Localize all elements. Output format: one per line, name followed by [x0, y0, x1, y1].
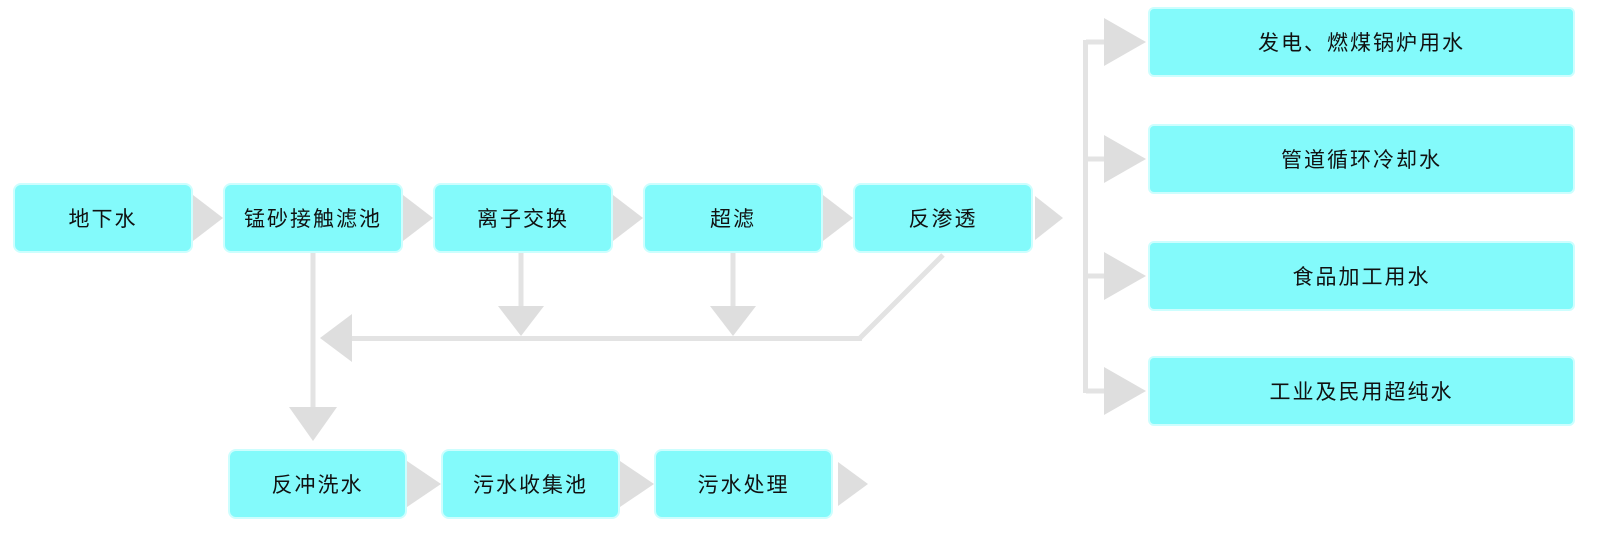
- arrow-right-icon: [403, 195, 433, 241]
- node-label: 反冲洗水: [271, 474, 364, 497]
- node-reverse-osmosis: 反渗透: [853, 183, 1033, 253]
- node-sewage-collection-pool: 污水收集池: [441, 449, 620, 519]
- arrow-left-icon: [320, 314, 352, 362]
- node-label: 工业及民用超纯水: [1269, 381, 1454, 404]
- node-ion-exchange: 离子交换: [433, 183, 613, 253]
- node-label: 污水处理: [697, 474, 790, 497]
- arrow-right-icon: [823, 195, 853, 241]
- node-label: 食品加工用水: [1292, 266, 1431, 289]
- connector-line: [1086, 156, 1106, 162]
- arrow-right-icon: [1104, 252, 1146, 300]
- connector-line: [1083, 40, 1088, 393]
- connector-line: [1086, 388, 1106, 394]
- arrow-right-icon: [193, 195, 223, 241]
- arrow-right-icon: [620, 461, 654, 507]
- connector-line: [858, 253, 945, 340]
- arrow-down-icon: [710, 306, 756, 336]
- output-industrial-civil-ultrapure-water: 工业及民用超纯水: [1148, 356, 1575, 426]
- node-label: 发电、燃煤锅炉用水: [1258, 32, 1465, 55]
- arrow-right-icon: [407, 461, 441, 507]
- arrow-down-icon: [289, 407, 337, 441]
- node-ultrafiltration: 超滤: [643, 183, 823, 253]
- node-label: 管道循环冷却水: [1281, 149, 1442, 172]
- node-label: 反渗透: [908, 208, 978, 231]
- node-sewage-treatment: 污水处理: [654, 449, 833, 519]
- arrow-right-icon: [1104, 367, 1146, 415]
- output-pipeline-circulating-cooling-water: 管道循环冷却水: [1148, 124, 1575, 194]
- connector-line: [310, 253, 316, 409]
- arrow-down-icon: [498, 306, 544, 336]
- connector-line: [1086, 39, 1106, 45]
- node-label: 污水收集池: [473, 474, 588, 497]
- node-label: 离子交换: [477, 208, 569, 231]
- node-label: 锰砂接触滤池: [244, 208, 382, 231]
- node-groundwater: 地下水: [13, 183, 193, 253]
- arrow-right-icon: [1104, 135, 1146, 183]
- arrow-right-icon: [838, 462, 868, 506]
- node-backwash-water: 反冲洗水: [228, 449, 407, 519]
- arrow-right-icon: [1104, 18, 1146, 66]
- connector-line: [1086, 273, 1106, 279]
- connector-line: [350, 336, 862, 341]
- output-power-generation-boiler-water: 发电、燃煤锅炉用水: [1148, 7, 1575, 77]
- connector-line: [518, 253, 524, 308]
- node-label: 地下水: [68, 208, 138, 231]
- arrow-right-icon: [1035, 196, 1063, 240]
- connector-line: [730, 253, 736, 308]
- output-food-processing-water: 食品加工用水: [1148, 241, 1575, 311]
- node-label: 超滤: [710, 208, 756, 231]
- node-manganese-sand-contact-filter: 锰砂接触滤池: [223, 183, 403, 253]
- arrow-right-icon: [613, 195, 643, 241]
